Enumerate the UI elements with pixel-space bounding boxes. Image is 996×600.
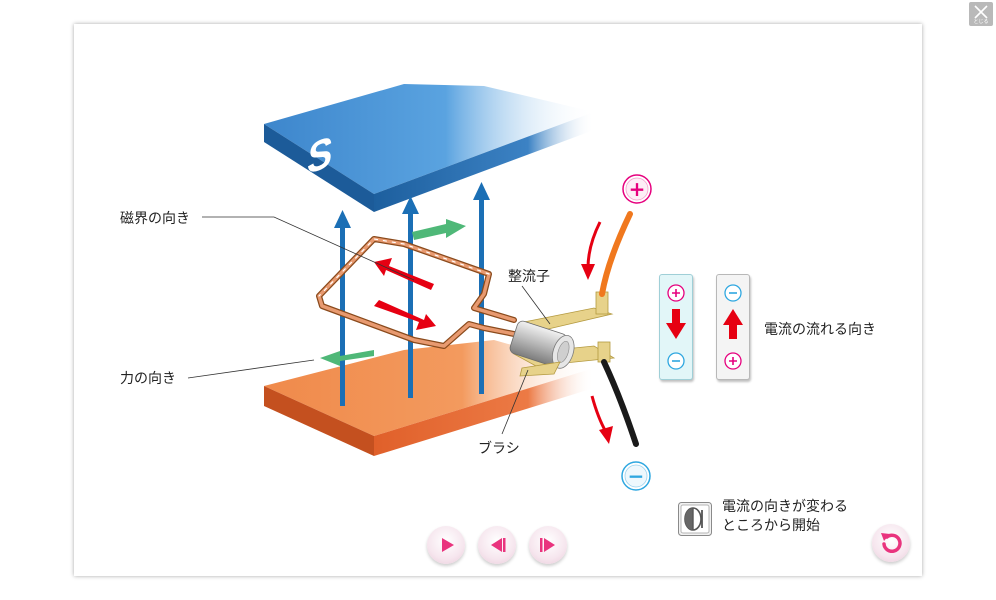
commutator [509,291,616,377]
coil [316,236,537,349]
diagram-panel: S N [74,24,922,576]
current-direction-legend-down [659,274,693,380]
step-back-icon [491,538,506,552]
play-icon [442,538,454,552]
play-button[interactable] [427,526,465,564]
current-arrows-wires [581,221,613,444]
step-forward-icon [540,538,555,552]
s-letter: S [305,126,334,184]
minus-terminal-text: − [628,464,645,488]
close-button[interactable]: とじる [969,2,993,26]
current-arrows-coil [374,258,436,330]
field-arrow [402,196,419,398]
minus-icon [667,352,685,370]
arrow-down-icon [666,309,686,339]
current-direction-legend-up [716,274,750,380]
commutator-label: 整流子 [508,269,550,285]
motor-diagram: S N [187,84,652,491]
close-caption: とじる [973,19,989,25]
plus-terminal: + [622,174,652,204]
s-magnet: S [264,84,594,212]
leader-lines [187,216,551,435]
current-direction-label: 電流の流れる向き [764,322,876,338]
force-arrow-upper [412,219,466,240]
minus-terminal: − [621,461,651,491]
step-back-button[interactable] [478,526,516,564]
commutator-icon [678,502,712,536]
force-arrow-lower [320,350,374,366]
minus-icon [724,284,742,302]
start-from-change-button[interactable] [678,502,712,536]
n-magnet: N [247,322,594,456]
reset-icon [881,533,902,554]
plus-icon [667,284,685,302]
start-from-change-line2: ところから開始 [722,518,820,534]
step-forward-button[interactable] [529,526,567,564]
wires [599,211,639,447]
start-from-change-label: 電流の向きが変わる ところから開始 [722,498,848,536]
reset-button[interactable] [872,524,910,562]
magnetic-field-label: 磁界の向き [120,211,190,227]
start-from-change-line1: 電流の向きが変わる [722,499,848,515]
close-icon [974,5,988,19]
plus-icon [724,352,742,370]
n-letter: N [247,322,306,368]
brush-label: ブラシ [478,441,520,457]
plus-terminal-text: + [629,177,646,201]
force-label: 力の向き [120,371,176,387]
arrow-up-icon [723,309,743,339]
